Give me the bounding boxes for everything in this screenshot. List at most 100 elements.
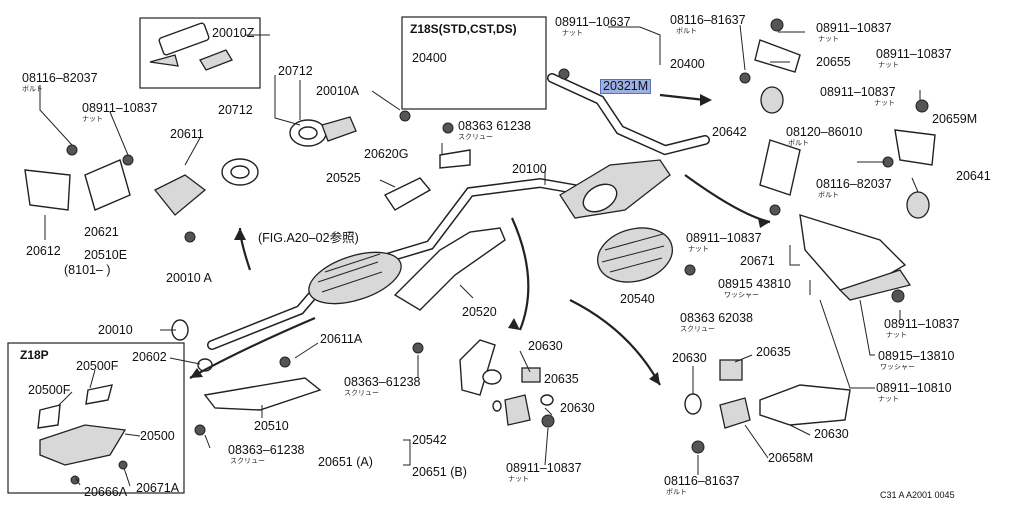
washer-sub-a: ワッシャー <box>724 292 759 299</box>
part-20651a[interactable]: 20651 (A) <box>318 455 373 469</box>
center-pipe <box>207 177 585 350</box>
heat-shield-20510 <box>203 377 322 411</box>
part-20620g[interactable]: 20620G <box>364 147 409 161</box>
part-20635-b[interactable]: 20635 <box>756 345 791 359</box>
clamp-20620g <box>439 149 471 169</box>
part-08911-10837-d[interactable]: 08911–10837 <box>820 85 896 99</box>
part-20100[interactable]: 20100 <box>512 162 547 176</box>
flow-arrows <box>189 93 771 386</box>
part-08363-61238-b[interactable]: 08363–61238 <box>344 375 421 389</box>
part-20510[interactable]: 20510 <box>254 419 289 433</box>
nut-sub-c: ナット <box>818 36 839 43</box>
nut-sub-e: ナット <box>874 100 895 107</box>
part-20010a-b[interactable]: 20010 A <box>166 271 212 285</box>
part-20635-a[interactable]: 20635 <box>544 372 579 386</box>
part-8101: (8101– ) <box>64 263 111 277</box>
part-08911-10837-a[interactable]: 08911–10837 <box>82 101 158 115</box>
bolt-sub-a: ボルト <box>22 86 43 93</box>
part-08911-10810[interactable]: 08911–10810 <box>876 381 952 395</box>
part-08915-13810[interactable]: 08915–13810 <box>878 349 955 363</box>
part-20510e[interactable]: 20510E <box>84 248 128 262</box>
fig-reference[interactable]: (FIG.A20–02参照) <box>258 231 359 245</box>
part-08911-10637[interactable]: 08911–10637 <box>555 15 631 29</box>
part-20520[interactable]: 20520 <box>462 305 497 319</box>
part-20630-a[interactable]: 20630 <box>528 339 563 353</box>
part-20010[interactable]: 20010 <box>98 323 133 337</box>
part-08116-82037-a[interactable]: 08116–82037 <box>22 71 98 85</box>
variant-box <box>401 16 547 110</box>
bolt-sub-c: ボルト <box>788 140 809 147</box>
part-20010a-a[interactable]: 20010A <box>316 84 360 98</box>
bolt-icons <box>66 18 929 485</box>
washer-sub-b: ワッシャー <box>880 364 915 371</box>
part-08363-62038[interactable]: 08363 62038 <box>680 311 753 325</box>
part-20500f-b[interactable]: 20500F <box>28 383 71 397</box>
part-20500f-a[interactable]: 20500F <box>76 359 119 373</box>
part-08120-86010[interactable]: 08120–86010 <box>786 125 863 139</box>
nut-sub-f: ナット <box>688 246 709 253</box>
leader-lines <box>39 24 921 487</box>
bracket-20612 <box>24 169 71 211</box>
part-08363-61238-c[interactable]: 08363–61238 <box>228 443 305 457</box>
part-20712-a[interactable]: 20712 <box>278 64 313 78</box>
bracket-20525 <box>383 177 432 211</box>
part-20630-c[interactable]: 20630 <box>672 351 707 365</box>
diagram-code: C31 A A2001 0045 <box>880 490 955 500</box>
bolt-sub-e: ボルト <box>666 489 687 496</box>
part-20500[interactable]: 20500 <box>140 429 175 443</box>
part-20630-d[interactable]: 20630 <box>814 427 849 441</box>
catalytic-converter <box>308 251 402 305</box>
part-08116-81637-b[interactable]: 08116–81637 <box>664 474 740 488</box>
part-08911-10837-e[interactable]: 08911–10837 <box>686 231 762 245</box>
main-muffler <box>559 159 671 219</box>
variant-box-header: Z18S(STD,CST,DS) <box>410 22 517 36</box>
part-20010z[interactable]: 20010Z <box>212 26 255 40</box>
nut-sub-d: ナット <box>878 62 899 69</box>
part-08915-43810[interactable]: 08915 43810 <box>718 277 791 291</box>
part-08911-10837-g[interactable]: 08911–10837 <box>506 461 582 475</box>
part-20651b[interactable]: 20651 (B) <box>412 465 467 479</box>
part-20542[interactable]: 20542 <box>412 433 447 447</box>
bracket-20621 <box>84 159 131 211</box>
bolt-sub-d: ボルト <box>818 192 839 199</box>
part-20621[interactable]: 20621 <box>84 225 119 239</box>
heat-shield-20520 <box>393 227 506 311</box>
screw-sub-a: スクリュー <box>458 134 493 141</box>
variant-box-part[interactable]: 20400 <box>412 51 447 65</box>
part-20630-b[interactable]: 20630 <box>560 401 595 415</box>
nut-sub-a: ナット <box>82 116 103 123</box>
part-20400[interactable]: 20400 <box>670 57 705 71</box>
front-pipe-20611 <box>153 158 259 216</box>
part-20642[interactable]: 20642 <box>712 125 747 139</box>
gasket-20712 <box>289 116 357 147</box>
part-20525[interactable]: 20525 <box>326 171 361 185</box>
hanger-rubbers <box>754 39 936 219</box>
part-20671[interactable]: 20671 <box>740 254 775 268</box>
flange-20010 <box>171 319 213 372</box>
part-20712-b[interactable]: 20712 <box>218 103 253 117</box>
part-20659m[interactable]: 20659M <box>932 112 978 126</box>
part-08363-61238-a[interactable]: 08363 61238 <box>458 119 531 133</box>
part-20641[interactable]: 20641 <box>956 169 991 183</box>
part-20666a[interactable]: 20666A <box>84 485 128 499</box>
under-cover-20500 <box>37 384 127 466</box>
part-20655[interactable]: 20655 <box>816 55 851 69</box>
part-20612[interactable]: 20612 <box>26 244 61 258</box>
part-08911-10837-c[interactable]: 08911–10837 <box>876 47 952 61</box>
part-08116-82037-b[interactable]: 08116–82037 <box>816 177 892 191</box>
part-20540[interactable]: 20540 <box>620 292 655 306</box>
sealant-tube-icon <box>149 22 233 71</box>
part-20611[interactable]: 20611 <box>170 127 204 141</box>
screw-sub-b: スクリュー <box>680 326 715 333</box>
tail-pipe-assembly <box>684 359 851 429</box>
part-20611a[interactable]: 20611A <box>320 332 363 346</box>
part-20321m-highlighted[interactable]: 20321M <box>600 79 652 94</box>
part-08116-81637-a[interactable]: 08116–81637 <box>670 13 746 27</box>
part-20658m[interactable]: 20658M <box>768 451 814 465</box>
part-08911-10837-f[interactable]: 08911–10837 <box>884 317 960 331</box>
part-20671a[interactable]: 20671A <box>136 481 180 495</box>
part-08911-10837-b[interactable]: 08911–10837 <box>816 21 892 35</box>
part-20602[interactable]: 20602 <box>132 350 167 364</box>
nut-sub-b: ナット <box>562 30 583 37</box>
